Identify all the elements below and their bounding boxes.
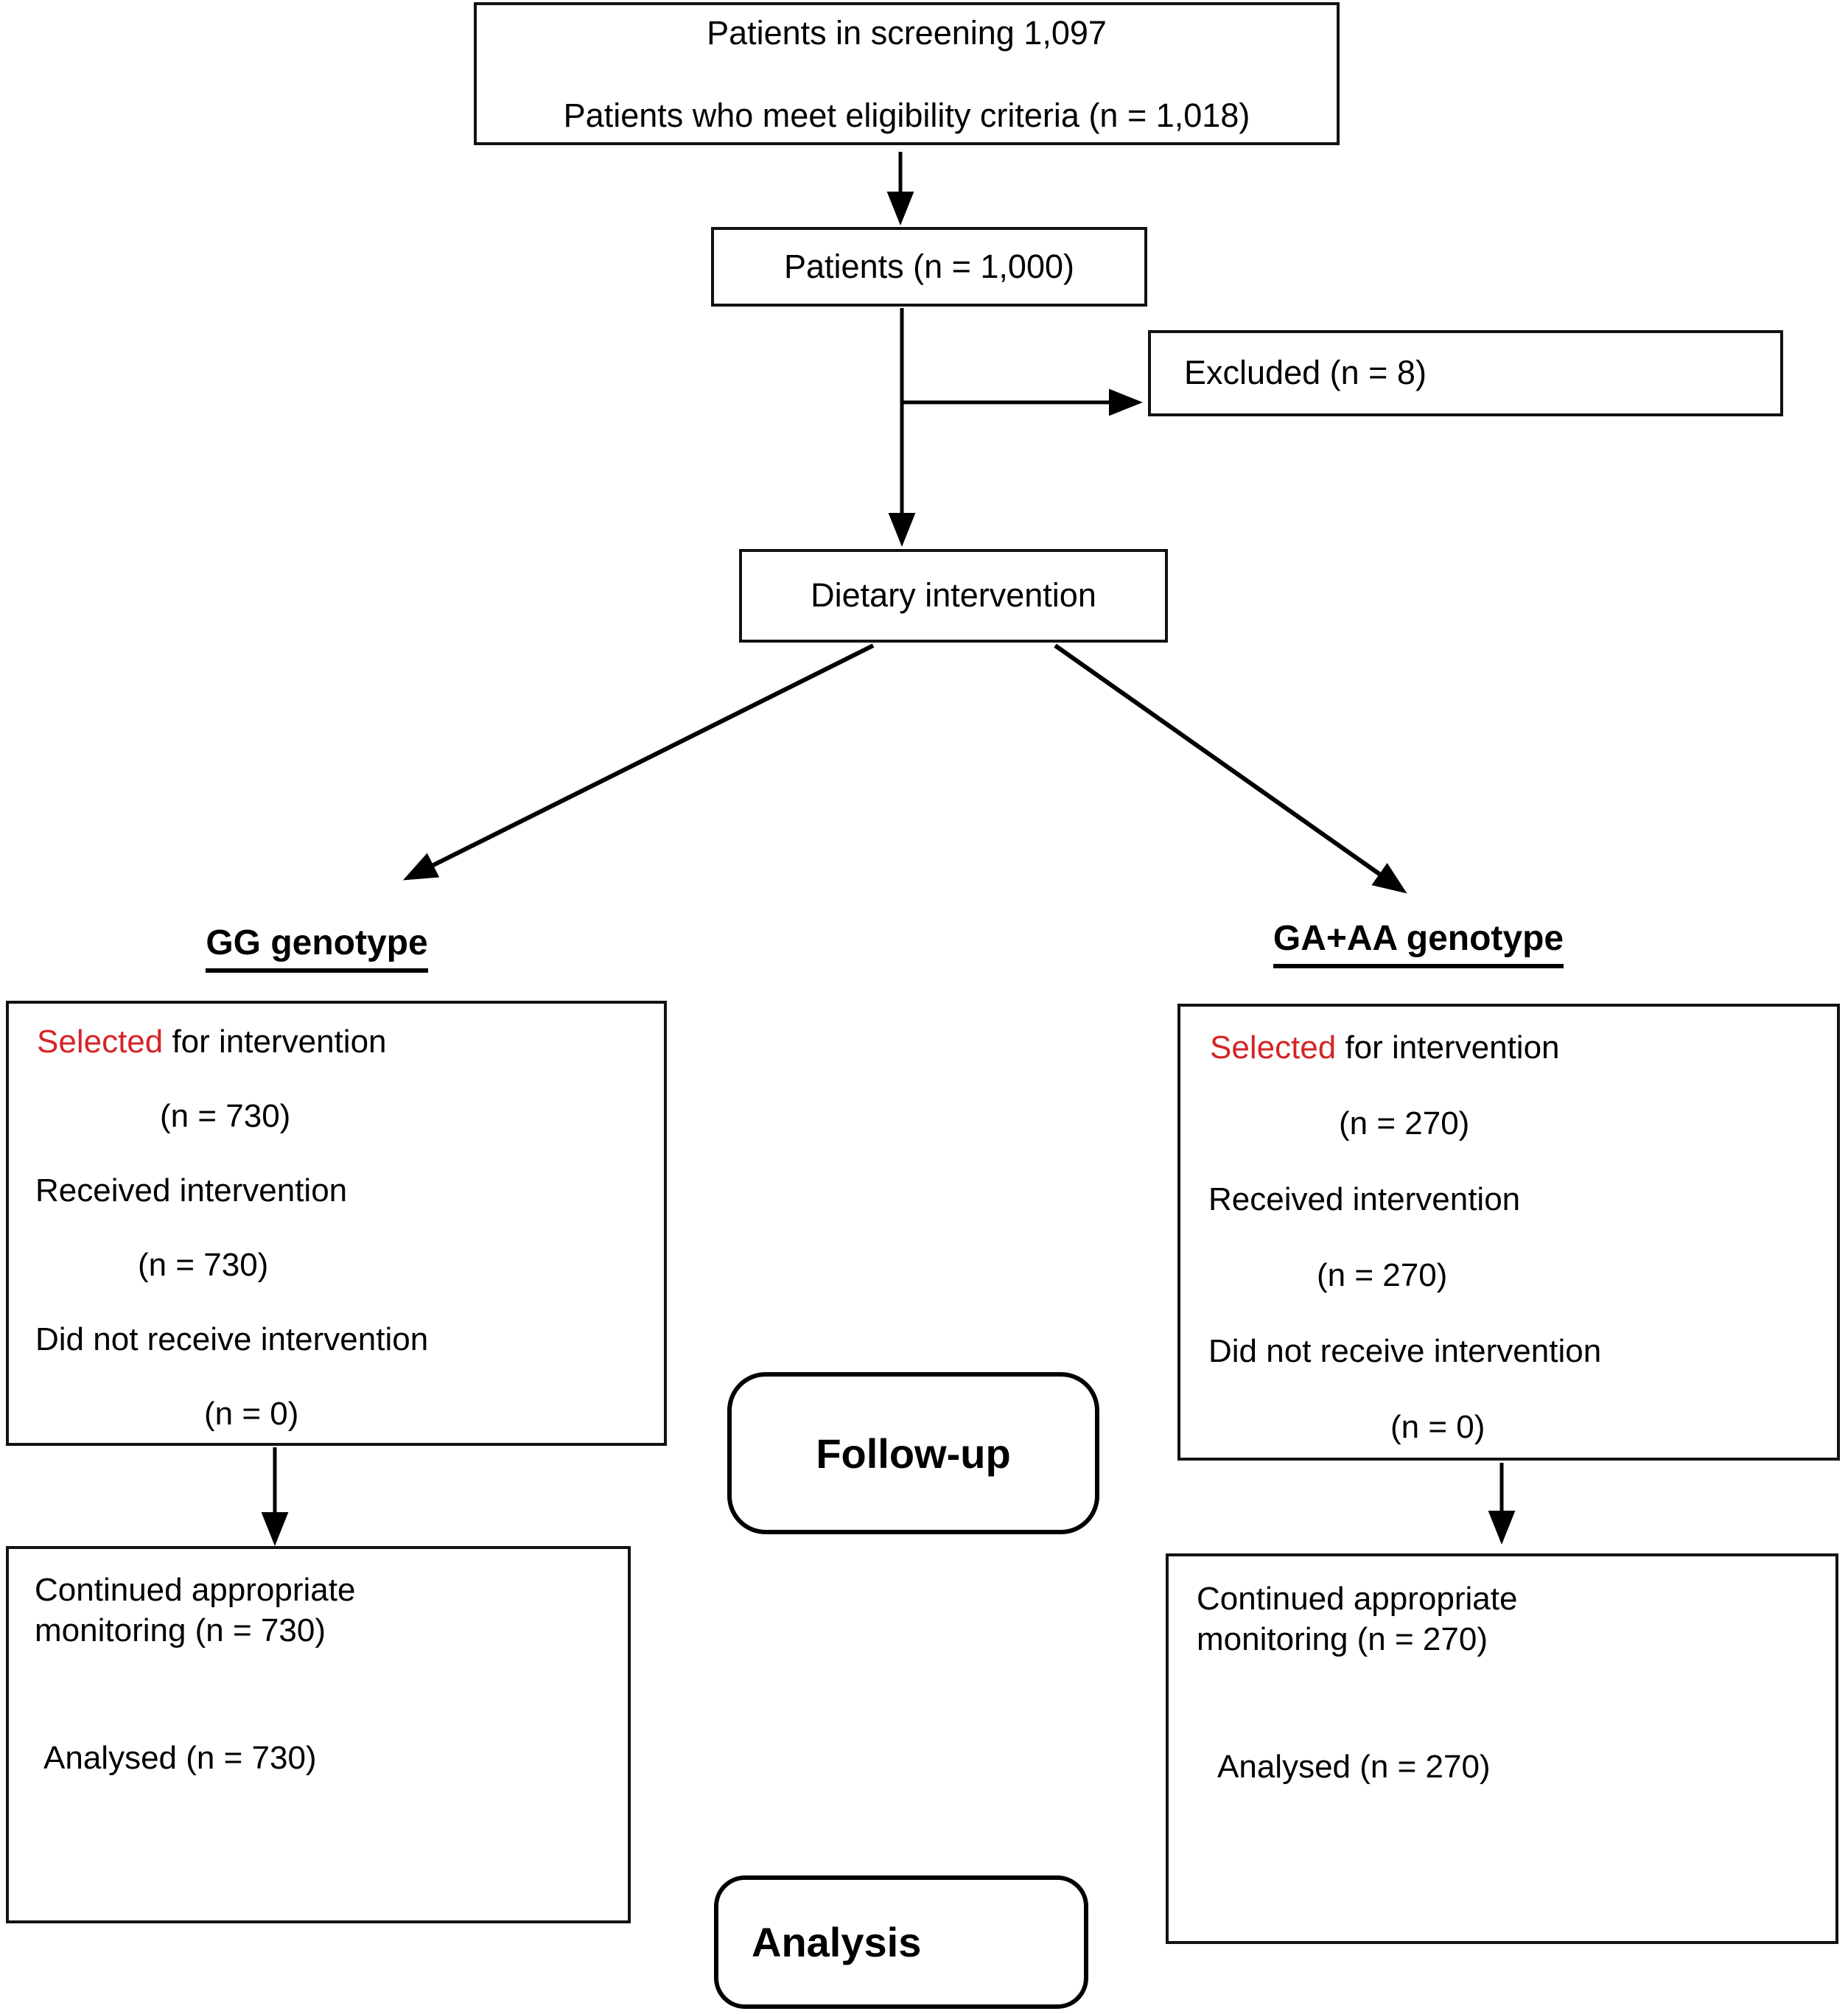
excluded-box: Excluded (n = 8) xyxy=(1148,330,1783,416)
gaaa-received-n: (n = 270) xyxy=(1317,1256,1448,1293)
gg-selection-box: Selected for intervention (n = 730) Rece… xyxy=(6,1001,667,1446)
gg-monitoring-line2: monitoring (n = 730) xyxy=(35,1612,326,1648)
analysis-stage-label: Analysis xyxy=(752,1919,922,1965)
gaaa-genotype-heading: GA+AA genotype xyxy=(1197,918,1639,968)
screening-line1: Patients in screening 1,097 xyxy=(707,14,1107,52)
gaaa-received-line: Received intervention xyxy=(1208,1181,1521,1217)
patients-box: Patients (n = 1,000) xyxy=(711,227,1147,307)
gg-outcome-box: Continued appropriate monitoring (n = 73… xyxy=(6,1546,631,1923)
excluded-label: Excluded (n = 8) xyxy=(1184,354,1427,392)
followup-stage-box: Follow-up xyxy=(727,1372,1099,1534)
dietary-intervention-box: Dietary intervention xyxy=(739,549,1168,643)
gg-analysed-line: Analysed (n = 730) xyxy=(43,1740,317,1776)
screening-line2: Patients who meet eligibility criteria (… xyxy=(563,96,1250,134)
gaaa-analysed-line: Analysed (n = 270) xyxy=(1217,1749,1491,1785)
arrow-dietary-to-gaaa xyxy=(1054,643,1407,894)
gaaa-genotype-heading-text: GA+AA genotype xyxy=(1273,918,1564,968)
gg-selected-word: Selected xyxy=(37,1024,164,1060)
gaaa-selected-word: Selected xyxy=(1210,1029,1337,1066)
gaaa-not-received-n: (n = 0) xyxy=(1390,1408,1485,1445)
gg-selected-rest: for intervention xyxy=(163,1024,387,1060)
gg-selected-n: (n = 730) xyxy=(160,1097,291,1134)
gaaa-selection-box: Selected for intervention (n = 270) Rece… xyxy=(1177,1004,1840,1461)
gg-received-line: Received intervention xyxy=(35,1172,348,1209)
gaaa-selected-n: (n = 270) xyxy=(1339,1105,1470,1141)
followup-stage-label: Follow-up xyxy=(816,1430,1011,1477)
analysis-stage-box: Analysis xyxy=(714,1875,1088,2009)
dietary-label: Dietary intervention xyxy=(811,576,1096,615)
patients-label: Patients (n = 1,000) xyxy=(784,247,1074,285)
gg-genotype-heading: GG genotype xyxy=(96,923,538,973)
gaaa-monitoring-line1: Continued appropriate xyxy=(1197,1581,1518,1617)
gaaa-selected-rest: for intervention xyxy=(1336,1029,1560,1066)
gg-selected-line: Selected for intervention xyxy=(9,1023,651,1060)
gg-monitoring-line1: Continued appropriate xyxy=(35,1572,356,1608)
gaaa-not-received-line: Did not receive intervention xyxy=(1208,1332,1602,1369)
arrow-dietary-to-gg xyxy=(402,643,875,881)
gg-genotype-heading-text: GG genotype xyxy=(206,923,428,973)
gaaa-monitoring-line2: monitoring (n = 270) xyxy=(1197,1621,1488,1657)
gg-not-received-n: (n = 0) xyxy=(204,1395,299,1432)
gg-not-received-line: Did not receive intervention xyxy=(35,1321,429,1357)
gg-received-n: (n = 730) xyxy=(138,1246,269,1283)
gaaa-selected-line: Selected for intervention xyxy=(1180,1029,1824,1066)
gaaa-outcome-box: Continued appropriate monitoring (n = 27… xyxy=(1166,1553,1838,1944)
screening-box: Patients in screening 1,097 Patients who… xyxy=(474,2,1340,145)
